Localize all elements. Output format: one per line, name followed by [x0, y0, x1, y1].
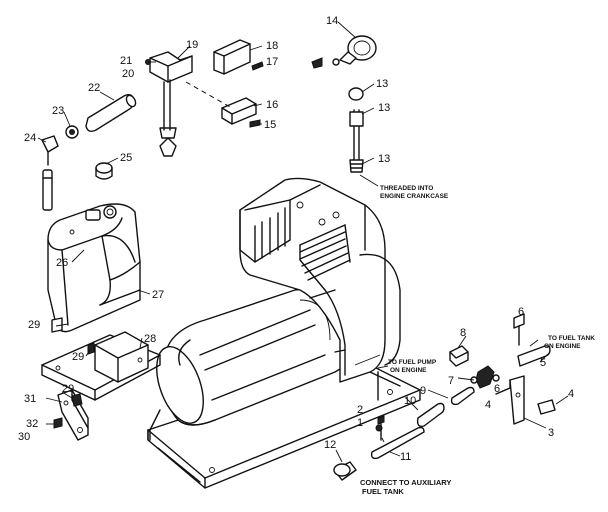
callout-13b: 13 [378, 102, 390, 114]
callout-1: 1 [357, 417, 363, 429]
callout-32: 32 [26, 418, 38, 430]
callout-29b: 29 [72, 351, 84, 363]
leader-dashed [185, 81, 233, 109]
choke-bracket [145, 51, 193, 157]
callout-28: 28 [144, 333, 156, 345]
callout-23: 23 [52, 105, 64, 117]
callout-13c: 13 [378, 153, 390, 165]
fuel-hose [85, 93, 137, 133]
callout-3: 3 [548, 427, 554, 439]
cap [65, 125, 79, 139]
engine [239, 177, 401, 383]
block [221, 97, 261, 128]
callout-5: 5 [540, 357, 546, 369]
tank-bracket [41, 331, 161, 401]
callout-12: 12 [324, 439, 336, 451]
note-fuel-pump-2: ON ENGINE [390, 367, 427, 374]
callout-13: 13 [376, 78, 388, 90]
plate [213, 39, 264, 75]
callout-9: 9 [420, 385, 426, 397]
fuel-fitting [41, 135, 59, 211]
annotations: THREADED INTO ENGINE CRANKCASE TO FUEL P… [360, 185, 595, 496]
callout-25: 25 [120, 152, 132, 164]
note-threaded-2: ENGINE CRANKCASE [380, 193, 449, 200]
note-fuel-tank-2: ON ENGINE [544, 343, 581, 350]
note-aux-2: FUEL TANK [362, 487, 404, 496]
callout-6: 6 [518, 306, 524, 318]
callout-27: 27 [152, 289, 164, 301]
oil-fill-cap [311, 35, 377, 69]
callout-31: 31 [24, 393, 36, 405]
callout-7: 7 [448, 375, 454, 387]
callout-26: 26 [56, 257, 68, 269]
callout-15: 15 [264, 119, 276, 131]
alternator-housing [149, 288, 360, 441]
fuel-cap [95, 162, 113, 180]
callout-10: 10 [404, 395, 416, 407]
callout-11: 11 [400, 451, 411, 463]
callout-14: 14 [326, 15, 338, 27]
callout-16: 16 [266, 99, 278, 111]
note-threaded-1: THREADED INTO [380, 185, 433, 192]
callout-2: 2 [357, 404, 363, 416]
callout-18: 18 [266, 40, 278, 52]
callout-labels: 1 2 3 4 4 5 6 6 7 8 9 10 11 12 13 13 13 … [18, 15, 574, 463]
callout-22: 22 [88, 82, 100, 94]
callout-4b: 4 [485, 399, 491, 411]
callout-6b: 6 [494, 383, 500, 395]
mounting-bracket [57, 389, 89, 441]
callout-21: 21 [120, 55, 132, 67]
callout-29c: 29 [62, 383, 74, 395]
note-fuel-pump-1: TO FUEL PUMP [388, 359, 437, 366]
callout-24: 24 [24, 132, 36, 144]
callout-30: 30 [18, 431, 30, 443]
callout-20: 20 [122, 68, 134, 80]
dipstick-tube [348, 87, 364, 173]
callout-8: 8 [460, 327, 466, 339]
callout-29: 29 [28, 319, 40, 331]
callout-4: 4 [568, 388, 574, 400]
leader-lines [37, 21, 569, 463]
base-frame [147, 359, 421, 489]
callout-17: 17 [266, 56, 278, 68]
fuel-tank [47, 203, 141, 333]
note-aux-1: CONNECT TO AUXILIARY [360, 478, 451, 487]
note-fuel-tank-1: TO FUEL TANK [548, 335, 595, 342]
callout-19: 19 [186, 39, 198, 51]
fuel-valve-assembly [51, 313, 556, 481]
